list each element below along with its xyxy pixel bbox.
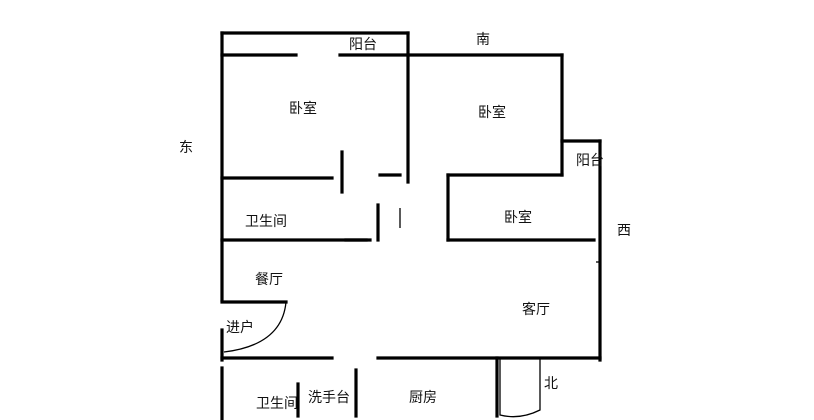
entrance-door-arc (223, 301, 287, 353)
north-door-outline (499, 358, 541, 418)
room-bathroom-lower: 卫生间 (256, 396, 298, 412)
room-bedroom-middle: 卧室 (478, 104, 506, 121)
room-balcony-top: 阳台 (349, 37, 377, 53)
room-bathroom-upper: 卫生间 (245, 214, 287, 230)
room-labels: 阳台 卧室 卧室 阳台 卫生间 卧室 餐厅 进户 客厅 卫生间 洗手台 厨房 (226, 37, 604, 412)
room-kitchen: 厨房 (409, 390, 437, 406)
direction-north-label: 北 (544, 376, 558, 392)
room-dining: 餐厅 (255, 272, 283, 288)
room-balcony-right: 阳台 (576, 153, 604, 169)
direction-east-label: 东 (179, 140, 193, 156)
room-living: 客厅 (522, 301, 550, 318)
room-bedroom-right: 卧室 (504, 209, 532, 226)
room-wash-basin: 洗手台 (308, 390, 350, 406)
direction-labels: 南 东 西 北 (179, 32, 631, 392)
direction-west-label: 西 (617, 223, 631, 239)
room-entrance: 进户 (226, 319, 254, 336)
direction-south-label: 南 (476, 32, 490, 48)
walls (220, 31, 602, 420)
room-bedroom-left: 卧室 (289, 100, 317, 117)
